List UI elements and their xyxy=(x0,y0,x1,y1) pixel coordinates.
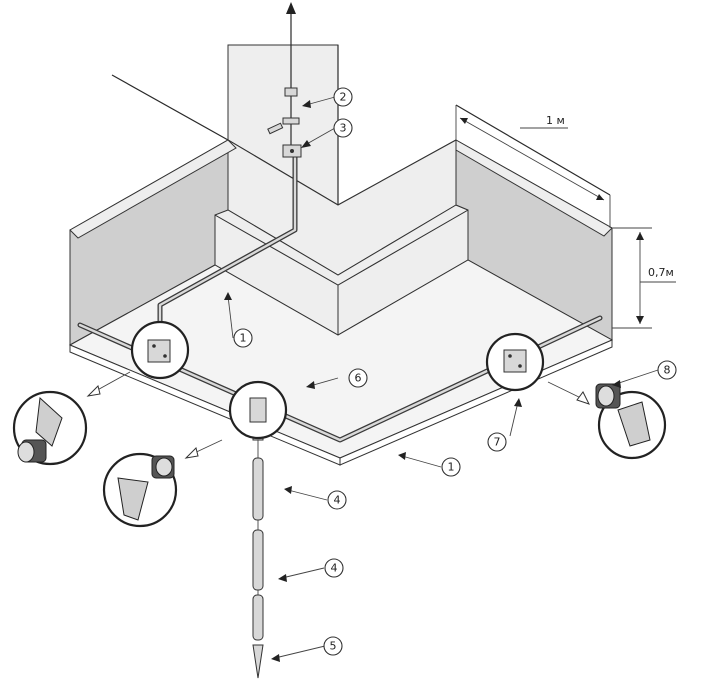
svg-text:2: 2 xyxy=(340,91,347,104)
callout-1-inner: 1 xyxy=(233,328,253,348)
dimension-width-label: 1 м xyxy=(546,114,565,127)
callout-3: 3 xyxy=(333,118,353,138)
svg-text:6: 6 xyxy=(355,372,362,385)
svg-text:5: 5 xyxy=(330,640,337,653)
connection-nodes xyxy=(130,320,545,440)
callout-6: 6 xyxy=(348,368,368,388)
svg-text:4: 4 xyxy=(334,494,341,507)
callout-5: 5 xyxy=(323,636,343,656)
detail-views xyxy=(12,371,667,528)
svg-text:8: 8 xyxy=(664,364,671,377)
svg-text:1: 1 xyxy=(240,332,247,345)
callout-4-lower: 4 xyxy=(324,558,344,578)
svg-text:1: 1 xyxy=(448,461,455,474)
svg-text:3: 3 xyxy=(340,122,347,135)
callout-1-strip: 1 xyxy=(441,457,461,477)
svg-text:7: 7 xyxy=(494,436,501,449)
dimension-width: 1 м xyxy=(455,105,611,228)
arrow-up-icon xyxy=(286,2,296,14)
leader-lines xyxy=(224,96,659,662)
ground-outline xyxy=(111,74,611,196)
callouts: 2 3 1 6 7 1 4 4 xyxy=(233,87,677,656)
svg-text:4: 4 xyxy=(331,562,338,575)
left-trench-wall xyxy=(69,139,237,346)
lightning-rod xyxy=(267,2,302,158)
callout-2: 2 xyxy=(333,87,353,107)
dimension-depth: 0,7м xyxy=(612,227,676,329)
callout-4-upper: 4 xyxy=(327,490,347,510)
dimension-depth-label: 0,7м xyxy=(648,266,674,279)
callout-8: 8 xyxy=(657,360,677,380)
callout-7: 7 xyxy=(487,432,507,452)
